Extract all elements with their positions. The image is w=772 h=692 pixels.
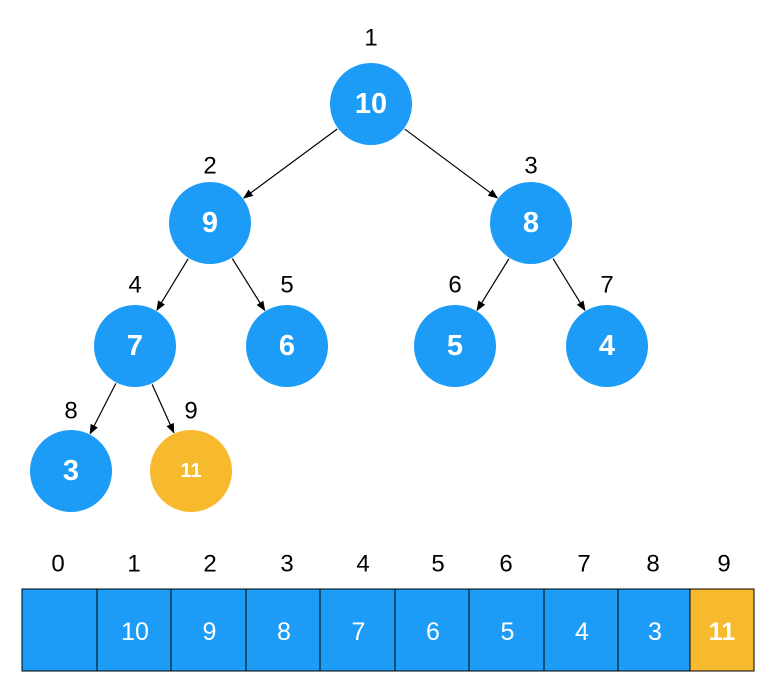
array-index-label: 2	[203, 551, 216, 578]
node-value: 6	[279, 330, 295, 362]
heap-array: 0 1 2 3 4 5 6 7 8 9 10 9 8 7 6 5 4 3 11	[21, 551, 755, 672]
node-circle	[566, 305, 648, 387]
tree-node-8: 38	[30, 398, 112, 512]
node-index-label: 5	[280, 272, 293, 299]
tree-node-3: 83	[490, 153, 572, 264]
array-cell-value: 3	[648, 618, 662, 646]
node-index-label: 1	[364, 25, 377, 52]
array-cell-5: 6	[394, 588, 470, 672]
array-cell-box	[468, 588, 545, 672]
highlighted-node-circle	[150, 430, 232, 512]
tree-node-4: 74	[94, 272, 176, 387]
array-cell-value: 5	[501, 618, 515, 646]
edge-4-to-8	[89, 383, 117, 435]
array-cell-box	[21, 588, 98, 672]
array-cell-box	[319, 588, 396, 672]
node-circle	[330, 63, 412, 145]
array-cell-4: 7	[319, 588, 396, 672]
node-index-label: 7	[600, 272, 613, 299]
array-cell-2: 9	[170, 588, 247, 672]
node-index-label: 9	[184, 398, 197, 425]
node-value: 7	[127, 330, 143, 362]
array-cell-3: 8	[245, 588, 321, 672]
edge-1-to-2	[242, 128, 338, 199]
node-circle	[94, 305, 176, 387]
array-cell-box	[543, 588, 619, 672]
array-cell-7: 4	[543, 588, 619, 672]
node-index-label: 3	[524, 153, 537, 180]
node-index-label: 4	[128, 272, 141, 299]
node-circle	[414, 305, 496, 387]
edge-2-to-4	[156, 258, 189, 311]
node-index-label: 8	[64, 398, 77, 425]
array-cell-value: 9	[203, 618, 217, 646]
tree-node-5: 65	[246, 272, 328, 387]
array-cell-value: 8	[277, 618, 291, 646]
array-cell-9: 11	[689, 588, 755, 672]
edge-4-to-9	[151, 384, 175, 434]
node-circle	[30, 430, 112, 512]
array-index-label: 0	[51, 551, 64, 578]
array-index-label: 3	[280, 551, 293, 578]
array-cell-8: 3	[617, 588, 691, 672]
array-cell-0	[21, 588, 98, 672]
array-cell-value: 11	[709, 618, 736, 646]
node-value: 10	[355, 88, 387, 120]
array-index-label: 5	[431, 551, 444, 578]
array-index-label: 8	[646, 551, 659, 578]
array-cell-box	[617, 588, 691, 672]
array-index-label: 6	[499, 551, 512, 578]
array-cell-value: 6	[426, 618, 440, 646]
node-value: 5	[447, 330, 463, 362]
node-value: 3	[63, 455, 79, 487]
edge-3-to-6	[476, 258, 510, 312]
array-cell-6: 5	[468, 588, 545, 672]
node-circle	[246, 305, 328, 387]
node-index-label: 2	[203, 153, 216, 180]
array-cell-box	[394, 588, 470, 672]
node-value: 9	[202, 207, 218, 239]
node-index-label: 6	[448, 272, 461, 299]
array-index-label: 7	[577, 551, 590, 578]
tree-node-6: 56	[414, 272, 496, 387]
node-circle	[169, 182, 251, 264]
array-cell-value: 10	[121, 618, 149, 646]
tree-node-1: 10 1	[330, 25, 412, 145]
node-value: 8	[523, 207, 539, 239]
array-cell-box	[170, 588, 247, 672]
edge-2-to-5	[231, 258, 266, 312]
tree-node-7: 47	[566, 272, 648, 387]
array-cell-1: 10	[96, 588, 172, 672]
array-index-label: 9	[717, 551, 730, 578]
node-circle	[490, 182, 572, 264]
array-cell-value: 4	[575, 618, 589, 646]
node-value: 11	[180, 460, 201, 482]
array-index-label: 4	[356, 551, 369, 578]
tree-node-2: 92	[169, 153, 251, 264]
array-cell-value: 7	[352, 618, 366, 646]
tree-node-9: 11 9	[150, 398, 232, 512]
tree-edges	[89, 128, 586, 435]
highlighted-array-cell	[689, 588, 755, 672]
edge-3-to-7	[552, 258, 586, 312]
node-value: 4	[599, 330, 615, 362]
edge-1-to-3	[404, 128, 499, 199]
array-index-label: 1	[127, 551, 140, 578]
